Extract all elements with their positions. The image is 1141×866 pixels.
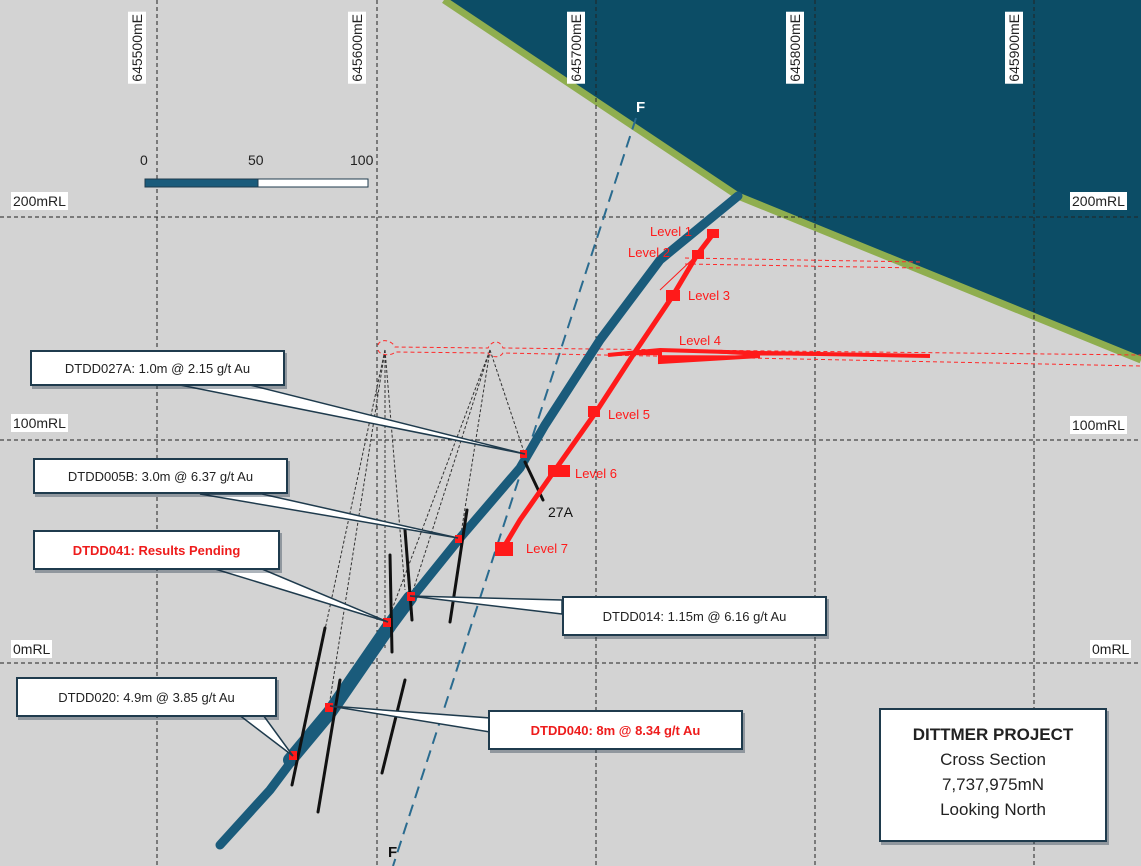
view-direction: Looking North bbox=[940, 800, 1046, 819]
level-stations bbox=[495, 229, 719, 556]
easting-label-645500: 645500mE bbox=[128, 12, 146, 84]
hole-tag-27a: 27A bbox=[548, 504, 574, 520]
fault-label-bottom: F bbox=[388, 844, 397, 861]
level-3-label: Level 3 bbox=[688, 288, 730, 303]
level-7-label: Level 7 bbox=[526, 541, 568, 556]
level-1-label: Level 1 bbox=[650, 224, 692, 239]
easting-label-645700: 645700mE bbox=[567, 12, 585, 84]
title-box: DITTMER PROJECT Cross Section 7,737,975m… bbox=[879, 708, 1107, 842]
callout-dtdd040: DTDD040: 8m @ 8.34 g/t Au bbox=[488, 710, 743, 750]
overburden-cover bbox=[444, 0, 1141, 360]
old-workings-outline bbox=[377, 257, 1141, 367]
level-4-drive bbox=[607, 347, 931, 365]
easting-label-645600: 645600mE bbox=[348, 12, 366, 84]
callout-dtdd005b: DTDD005B: 3.0m @ 6.37 g/t Au bbox=[33, 458, 288, 494]
lode-zone-thick bbox=[283, 591, 417, 767]
scale-label-0: 0 bbox=[140, 152, 148, 168]
callout-dtdd041: DTDD041: Results Pending bbox=[33, 530, 280, 570]
scale-label-50: 50 bbox=[248, 152, 264, 168]
callout-dtdd027a: DTDD027A: 1.0m @ 2.15 g/t Au bbox=[30, 350, 285, 386]
level-labels: Level 1 Level 2 Level 3 Level 4 Level 5 … bbox=[526, 224, 730, 556]
fault-label-top: F bbox=[636, 99, 645, 116]
section-type: Cross Section bbox=[940, 750, 1046, 769]
fault-line bbox=[392, 117, 637, 866]
easting-label-645800: 645800mE bbox=[786, 12, 804, 84]
level-2-drive bbox=[659, 254, 698, 291]
scale-label-100: 100 bbox=[350, 152, 374, 168]
project-title: DITTMER PROJECT bbox=[912, 725, 1074, 744]
rl-label-0-left: 0mRL bbox=[11, 640, 53, 658]
callout-dtdd020: DTDD020: 4.9m @ 3.85 g/t Au bbox=[16, 677, 277, 717]
rl-label-0-right: 0mRL bbox=[1090, 640, 1132, 658]
rl-label-200-right: 200mRL bbox=[1070, 192, 1127, 210]
level-5-label: Level 5 bbox=[608, 407, 650, 422]
level-2-label: Level 2 bbox=[628, 245, 670, 260]
rl-label-200-left: 200mRL bbox=[11, 192, 68, 210]
decline-workings bbox=[499, 231, 716, 553]
level-6-label: Level 6 bbox=[575, 466, 617, 481]
section-northing: 7,737,975mN bbox=[941, 775, 1045, 794]
rl-label-100-left: 100mRL bbox=[11, 414, 68, 432]
rl-label-100-right: 100mRL bbox=[1070, 416, 1127, 434]
level-4-label: Level 4 bbox=[679, 333, 721, 348]
drill-hole-traces bbox=[296, 349, 526, 761]
scale-bar bbox=[144, 178, 369, 188]
callout-dtdd014: DTDD014: 1.15m @ 6.16 g/t Au bbox=[562, 596, 827, 636]
easting-label-645900: 645900mE bbox=[1005, 12, 1023, 84]
